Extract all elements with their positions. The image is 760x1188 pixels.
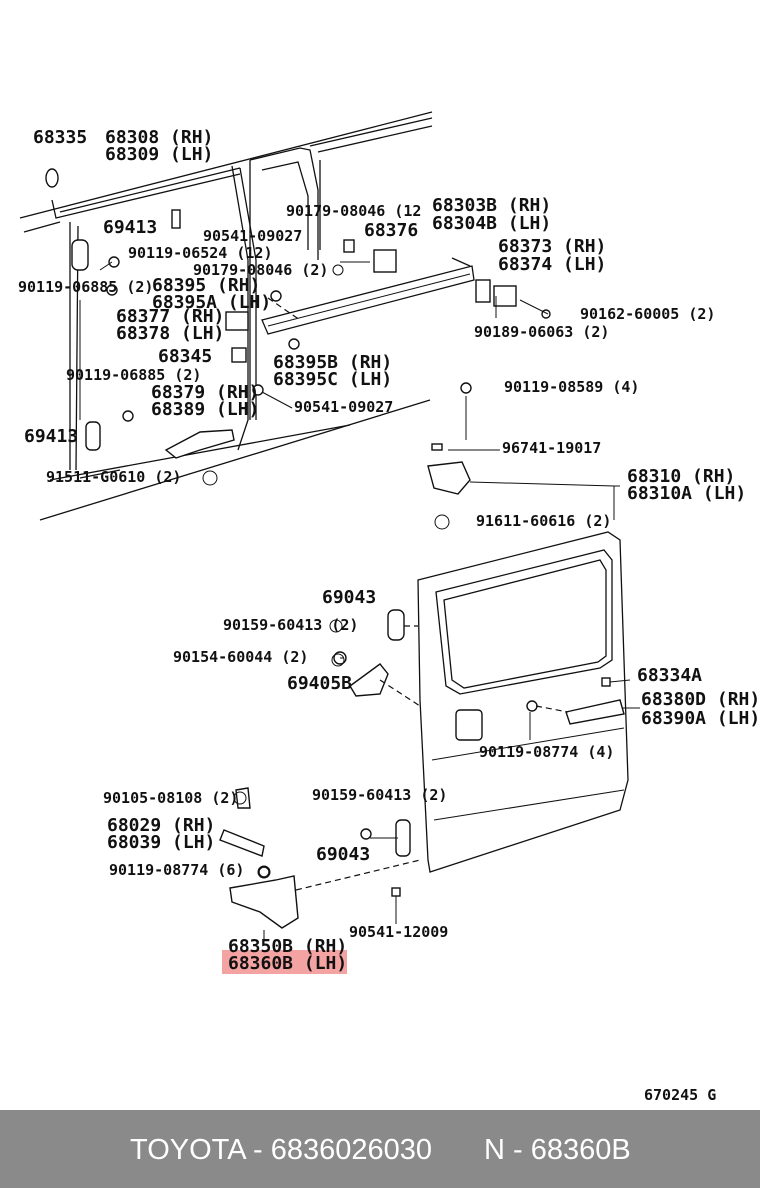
label-68374: 68374 (LH) — [498, 254, 606, 275]
label-90162-60005: 90162-60005 (2) — [580, 305, 715, 323]
label-90179-08046-2: 90179-08046 (2) — [193, 261, 328, 279]
label-90119-08774-4: 90119-08774 (4) — [479, 743, 614, 761]
label-68389: 68389 (LH) — [151, 399, 259, 420]
label-90541-09027-upper: 90541-09027 — [203, 227, 302, 245]
footer-ref-number: N - 68360B — [484, 1134, 631, 1166]
label-90154-60044: 90154-60044 (2) — [173, 648, 308, 666]
label-68039: 68039 (LH) — [107, 832, 215, 853]
label-68390a: 68390A (LH) — [641, 708, 760, 729]
label-96741-19017: 96741-19017 — [502, 439, 601, 457]
label-68395c: 68395C (LH) — [273, 369, 392, 390]
label-68379: 68379 (RH) — [151, 382, 259, 403]
label-68377: 68377 (RH) — [116, 306, 224, 327]
label-90159-60413-lower: 90159-60413 (2) — [312, 786, 447, 804]
part-info-footer: TOYOTA - 6836026030 N - 68360B — [0, 1110, 760, 1188]
label-68029: 68029 (RH) — [107, 815, 215, 836]
label-90179-08046-12: 90179-08046 (12 — [286, 202, 421, 220]
figure-code: 670245 G — [644, 1086, 716, 1104]
label-68310: 68310 (RH) — [627, 466, 735, 487]
label-68308: 68308 (RH) — [105, 127, 213, 148]
selected-part-highlight — [222, 950, 347, 974]
label-90541-12009: 90541-12009 — [349, 923, 448, 941]
label-90119-06885-lower: 90119-06885 (2) — [66, 366, 201, 384]
label-90119-08589: 90119-08589 (4) — [504, 378, 639, 396]
part-labels: 68335 68308 (RH) 68309 (LH) 69413 90541-… — [18, 127, 760, 1104]
door-parts-diagram: 68335 68308 (RH) 68309 (LH) 69413 90541-… — [18, 111, 760, 1104]
label-69405b: 69405B — [287, 673, 352, 694]
label-90119-06524: 90119-06524 (12) — [128, 244, 273, 262]
label-68350b: 68350B (RH) — [228, 936, 347, 957]
label-68395: 68395 (RH) — [152, 275, 260, 296]
label-68310a: 68310A (LH) — [627, 483, 746, 504]
label-90189-06063: 90189-06063 (2) — [474, 323, 609, 341]
label-68395a: 68395A (LH) — [152, 292, 271, 313]
label-68378: 68378 (LH) — [116, 323, 224, 344]
label-68395b: 68395B (RH) — [273, 352, 392, 373]
door-hardware — [219, 609, 625, 929]
label-69043-lower: 69043 — [316, 844, 370, 865]
label-68335: 68335 — [33, 127, 87, 148]
label-69043-upper: 69043 — [322, 587, 376, 608]
footer-part-number: TOYOTA - 6836026030 — [130, 1134, 433, 1166]
label-90105-08108: 90105-08108 (2) — [103, 789, 238, 807]
label-91611-60616: 91611-60616 (2) — [476, 512, 611, 530]
label-68309: 68309 (LH) — [105, 144, 213, 165]
label-68360b[interactable]: 68360B (LH) — [228, 953, 347, 974]
label-91511-g0610: 91511-G0610 (2) — [46, 468, 181, 486]
leader-lines-upper — [79, 261, 620, 520]
label-69413-upper: 69413 — [103, 217, 157, 238]
label-68380d: 68380D (RH) — [641, 689, 760, 710]
label-69413-lower: 69413 — [24, 426, 78, 447]
label-68373: 68373 (RH) — [498, 236, 606, 257]
label-68376: 68376 — [364, 220, 418, 241]
leader-lines-lower — [263, 625, 640, 944]
label-90541-09027-lower: 90541-09027 — [294, 398, 393, 416]
label-90119-06885-upper: 90119-06885 (2) — [18, 278, 153, 296]
label-68304b: 68304B (LH) — [432, 213, 551, 234]
body-frame-outline — [19, 111, 433, 521]
label-68303b: 68303B (RH) — [432, 195, 551, 216]
reference-markers — [202, 264, 450, 879]
label-68334a: 68334A — [637, 665, 702, 686]
label-68345: 68345 — [158, 346, 212, 367]
label-90159-60413-upper: 90159-60413 (2) — [223, 616, 358, 634]
hardware-parts — [45, 168, 551, 495]
sliding-door-panel — [417, 531, 629, 873]
upper-rail — [261, 257, 475, 335]
label-90119-08774-6: 90119-08774 (6) — [109, 861, 244, 879]
